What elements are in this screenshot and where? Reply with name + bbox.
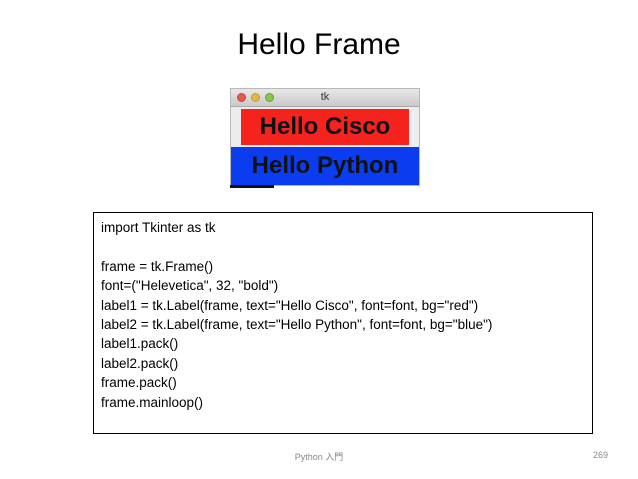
code-line: label1.pack() [101, 336, 179, 352]
hello-cisco-label: Hello Cisco [241, 109, 409, 145]
code-line: import Tkinter as tk [101, 220, 216, 235]
minimize-button-icon[interactable] [251, 93, 260, 102]
code-line: label1 = tk.Label(frame, text="Hello Cis… [101, 297, 479, 313]
page-number: 269 [592, 450, 608, 460]
code-line: frame.mainloop() [101, 394, 204, 410]
code-line: frame = tk.Frame() [101, 258, 214, 274]
slide-title: Hello Frame [237, 28, 401, 61]
window-title: tk [320, 91, 330, 103]
code-line: label2.pack() [101, 355, 179, 371]
code-line: font=("Helevetica", 32, "bold") [101, 278, 279, 294]
tk-window: tk Hello Cisco Hello Python [230, 88, 420, 186]
code-line [101, 237, 585, 256]
footer-course-name: Python 入門 [294, 452, 344, 462]
window-edge-bar [230, 185, 274, 188]
code-line: label2 = tk.Label(frame, text="Hello Pyt… [101, 316, 493, 332]
code-box: import Tkinter as tk frame = tk.Frame() … [93, 212, 593, 434]
code-line: frame.pack() [101, 375, 177, 391]
window-titlebar[interactable]: tk [231, 89, 419, 107]
close-button-icon[interactable] [237, 93, 246, 102]
hello-python-label: Hello Python [231, 147, 419, 185]
zoom-button-icon[interactable] [265, 93, 274, 102]
